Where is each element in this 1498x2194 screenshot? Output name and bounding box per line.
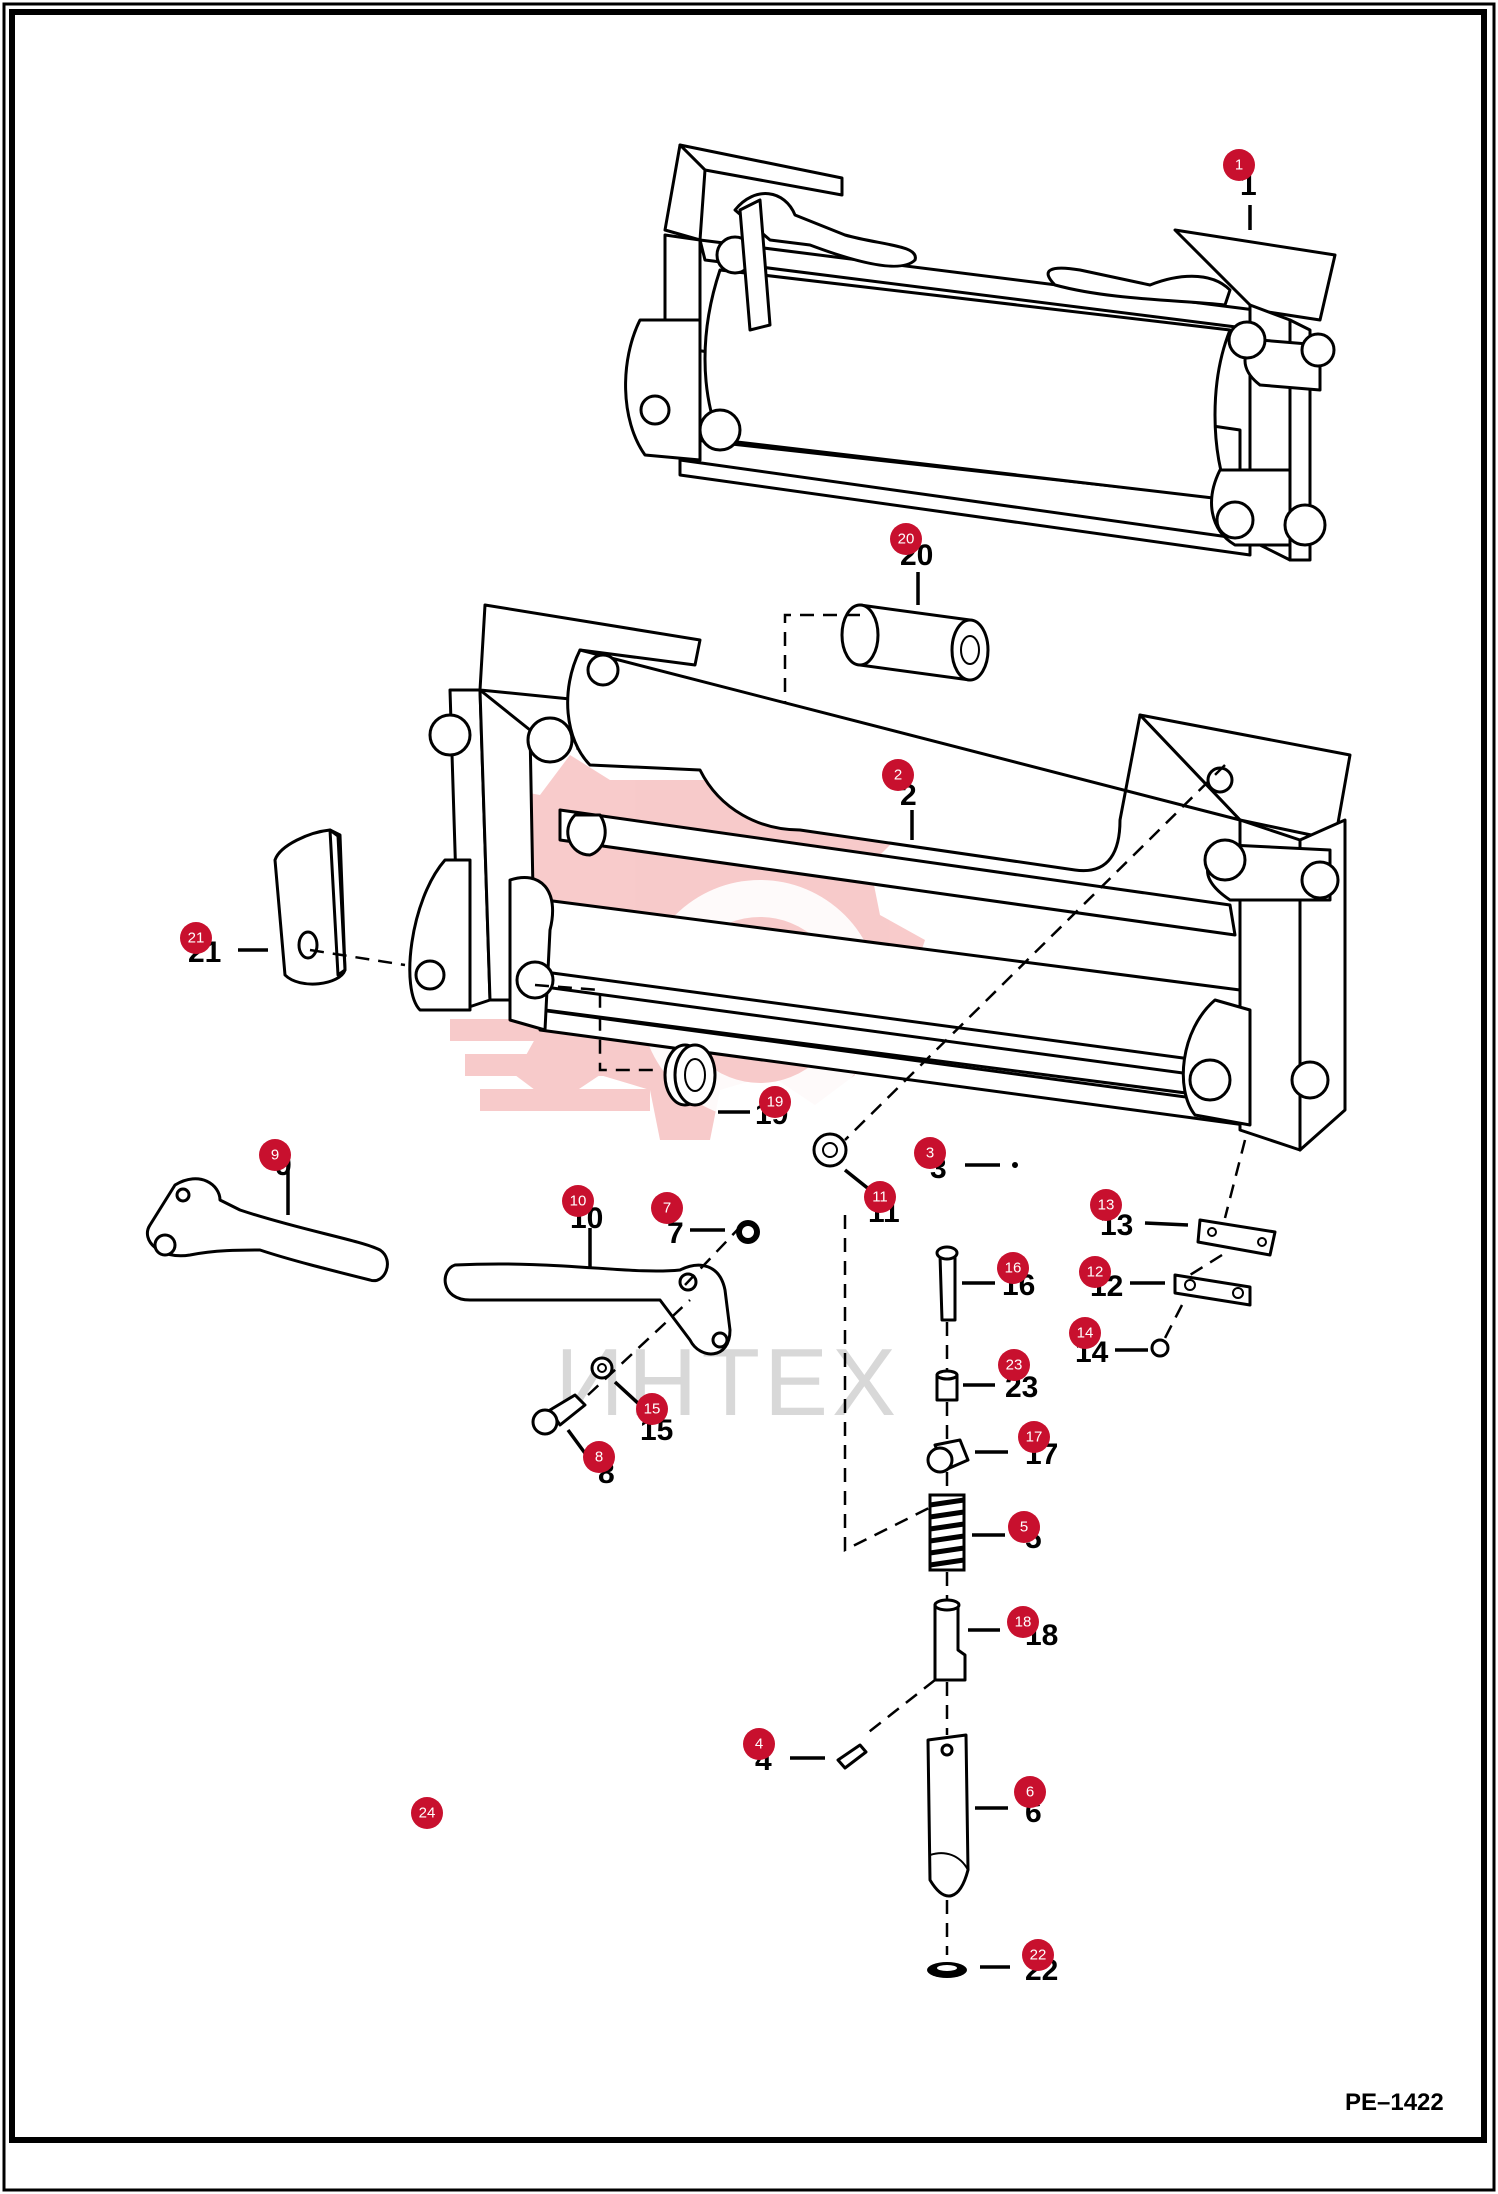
callout-badge-23[interactable]: 23 <box>998 1349 1030 1381</box>
svg-text:1: 1 <box>1235 157 1243 174</box>
dash-14 <box>1163 1304 1184 1339</box>
svg-text:11: 11 <box>872 1189 888 1206</box>
inner-frame <box>9 9 1487 2143</box>
svg-text:21: 21 <box>188 930 205 947</box>
callout-badge-14[interactable]: 14 <box>1069 1317 1101 1349</box>
dash-19 <box>534 983 660 1072</box>
svg-text:23: 23 <box>1006 1357 1023 1374</box>
callout-badge-11[interactable]: 11 <box>864 1181 896 1213</box>
quick-tach-assembly-top <box>624 143 1337 562</box>
callout-badge-21[interactable]: 21 <box>180 922 212 954</box>
dash-13 <box>1223 1139 1247 1219</box>
callout-badge-8[interactable]: 8 <box>583 1441 615 1473</box>
callout-badge-16[interactable]: 16 <box>997 1252 1029 1284</box>
callout-badge-18[interactable]: 18 <box>1007 1606 1039 1638</box>
callout-badge-3[interactable]: 3 <box>914 1137 946 1169</box>
svg-text:19: 19 <box>767 1094 784 1111</box>
part-13-plate <box>1196 1218 1277 1257</box>
svg-text:18: 18 <box>1015 1614 1032 1631</box>
svg-text:17: 17 <box>1026 1429 1043 1446</box>
leader-11 <box>843 1168 872 1192</box>
callout-badge-1[interactable]: 1 <box>1223 149 1255 181</box>
part-12-plate <box>1173 1273 1252 1307</box>
drawing-code: PE–1422 <box>1345 2089 1444 2116</box>
part-number-7: 7 <box>667 1217 684 1250</box>
part-11-spacer <box>812 1132 848 1168</box>
svg-text:7: 7 <box>663 1200 671 1217</box>
quick-tach-frame-main <box>408 603 1352 1152</box>
callout-badge-9[interactable]: 9 <box>259 1139 291 1171</box>
part-21-plate <box>273 828 347 986</box>
svg-text:9: 9 <box>271 1147 279 1164</box>
svg-text:4: 4 <box>755 1736 763 1753</box>
callout-badge-20[interactable]: 20 <box>890 523 922 555</box>
svg-text:2: 2 <box>894 767 902 784</box>
callout-badge-12[interactable]: 12 <box>1079 1256 1111 1288</box>
part-4-pin <box>836 1743 868 1770</box>
svg-text:24: 24 <box>419 1805 436 1822</box>
dash-10 <box>684 1224 743 1286</box>
svg-text:8: 8 <box>595 1449 603 1466</box>
callout-badge-6[interactable]: 6 <box>1014 1776 1046 1808</box>
part-16-pin <box>935 1245 959 1322</box>
svg-text:3: 3 <box>926 1145 934 1162</box>
part-9-lever <box>146 1177 389 1283</box>
part-19-bushing <box>663 1043 717 1107</box>
svg-text:10: 10 <box>570 1193 587 1210</box>
svg-text:14: 14 <box>1077 1325 1094 1342</box>
part-17-fitting <box>926 1438 970 1474</box>
dash-21 <box>309 948 406 967</box>
part-18-shaft <box>933 1598 967 1682</box>
part-20-bushing <box>840 603 990 682</box>
part-3-dot <box>1012 1162 1018 1168</box>
callout-badge-4[interactable]: 4 <box>743 1728 775 1760</box>
part-5-spring <box>928 1493 966 1572</box>
callout-badge-22[interactable]: 22 <box>1022 1939 1054 1971</box>
callout-badge-2[interactable]: 2 <box>882 759 914 791</box>
dash-12 <box>1189 1253 1223 1277</box>
part-15-washer <box>590 1356 614 1380</box>
dash-8 <box>587 1299 691 1396</box>
part-22-washer <box>927 1962 967 1978</box>
part-23-spacer <box>935 1369 959 1402</box>
svg-text:6: 6 <box>1026 1784 1034 1801</box>
callout-badge-17[interactable]: 17 <box>1018 1421 1050 1453</box>
leader-15 <box>613 1380 642 1407</box>
callout-badge-15[interactable]: 15 <box>636 1393 668 1425</box>
callout-badge-24[interactable]: 24 <box>411 1797 443 1829</box>
callout-badge-19[interactable]: 19 <box>759 1086 791 1118</box>
part-10-lever <box>443 1262 732 1356</box>
part-7-nut <box>736 1220 760 1244</box>
dash-11 <box>844 764 1226 1141</box>
part-6-plunger <box>926 1733 970 1898</box>
leader-13 <box>1144 1221 1189 1227</box>
svg-text:20: 20 <box>898 531 915 548</box>
dash-central <box>843 1215 936 1553</box>
svg-text:13: 13 <box>1098 1197 1115 1214</box>
callout-badge-13[interactable]: 13 <box>1090 1189 1122 1221</box>
svg-text:12: 12 <box>1087 1264 1104 1281</box>
callout-badge-7[interactable]: 7 <box>651 1192 683 1224</box>
part-8-bolt <box>531 1393 587 1436</box>
dash-4 <box>864 1679 936 1736</box>
callout-badge-5[interactable]: 5 <box>1008 1511 1040 1543</box>
part-14-screw <box>1150 1338 1170 1358</box>
svg-text:15: 15 <box>644 1401 661 1418</box>
svg-text:16: 16 <box>1005 1260 1022 1277</box>
callout-badge-10[interactable]: 10 <box>562 1185 594 1217</box>
svg-text:5: 5 <box>1020 1519 1028 1536</box>
svg-text:22: 22 <box>1030 1947 1047 1964</box>
